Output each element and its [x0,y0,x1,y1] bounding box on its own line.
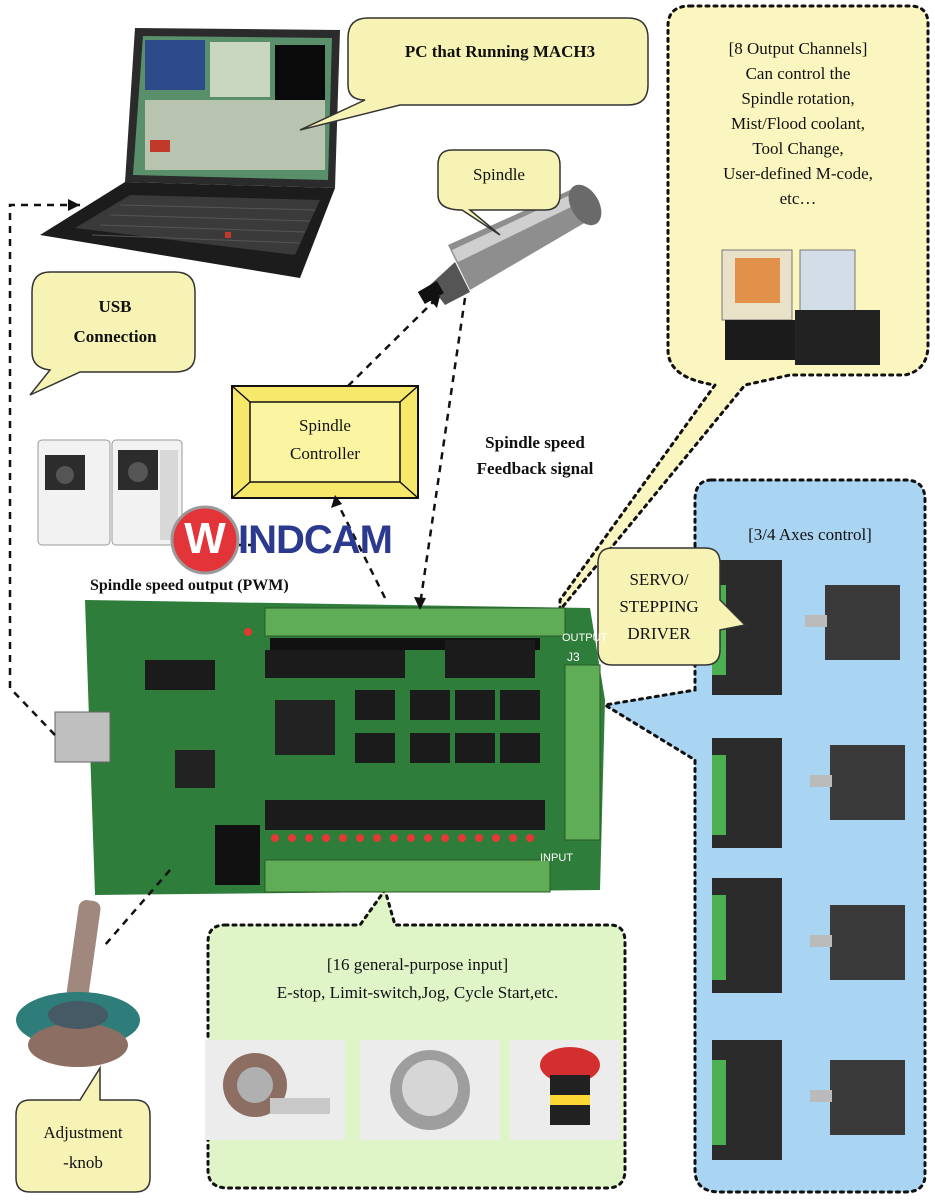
servo-line-2: STEPPING [619,597,699,616]
board-output-label: OUTPUT [562,632,608,644]
feedback-signal-label: Spindle speed Feedback signal [440,430,630,482]
windcam-logo-mark: W [184,514,226,563]
servo-line-1: SERVO/ [629,570,689,589]
spindle-controller-box [231,385,419,499]
usb-callout-label: USB Connection [40,292,190,352]
output-line-6: User-defined M-code, [723,164,873,183]
feedback-line-1: Spindle speed [485,433,585,452]
spindle-motor-illustration [417,184,602,305]
controller-line-2: Controller [290,444,360,463]
spindle-callout-label: Spindle [473,165,525,184]
adjust-line-2: -knob [63,1153,103,1172]
pc-callout-label: PC that Running MACH3 [404,42,596,61]
board-j3-label: J3 [567,650,580,664]
output-line-7: etc… [779,189,817,208]
input-device-illustrations [205,1040,620,1140]
pwm-output-label: Spindle speed output (PWM) [90,577,289,594]
feedback-line-2: Feedback signal [476,459,594,478]
servo-callout-label: SERVO/ STEPPING DRIVER [598,566,720,647]
usb-line-2: Connection [73,327,157,346]
laptop-illustration [40,28,340,278]
spindle-controller-label: Spindle Controller [250,412,400,468]
output-line-1: [8 Output Channels] [728,39,868,58]
spindle-callout-bubble [437,149,561,236]
windcam-logo-text: INDCAM [238,518,393,562]
input-region-title: [16 general-purpose input] [326,955,509,974]
usb-callout-bubble [29,271,196,396]
output-line-4: Mist/Flood coolant, [730,114,866,133]
adjust-callout-bubble [15,1065,151,1193]
servo-callout-bubble [597,547,747,666]
input-region [206,886,627,1190]
controller-line-1: Spindle [299,416,351,435]
output-line-3: Spindle rotation, [741,89,855,108]
adjustment-knob-illustration [16,900,140,1067]
pc-callout-bubble [299,17,649,131]
pcb-board-illustration [54,600,605,895]
axes-region-title: [3/4 Axes control] [748,525,872,544]
output-line-2: Can control the [745,64,851,83]
board-input-label: INPUT [540,852,573,864]
output-channels-text: [8 Output Channels] Can control the Spin… [672,36,924,211]
output-line-5: Tool Change, [752,139,844,158]
windcam-logo [170,505,240,575]
servo-line-3: DRIVER [627,624,691,643]
adjust-callout-label: Adjustment -knob [16,1118,150,1178]
usb-line-1: USB [98,297,132,316]
relays-illustration [721,249,880,365]
inverters-illustration [37,439,183,546]
input-region-subtitle: E-stop, Limit-switch,Jog, Cycle Start,et… [276,983,559,1002]
adjust-line-1: Adjustment [43,1123,123,1142]
